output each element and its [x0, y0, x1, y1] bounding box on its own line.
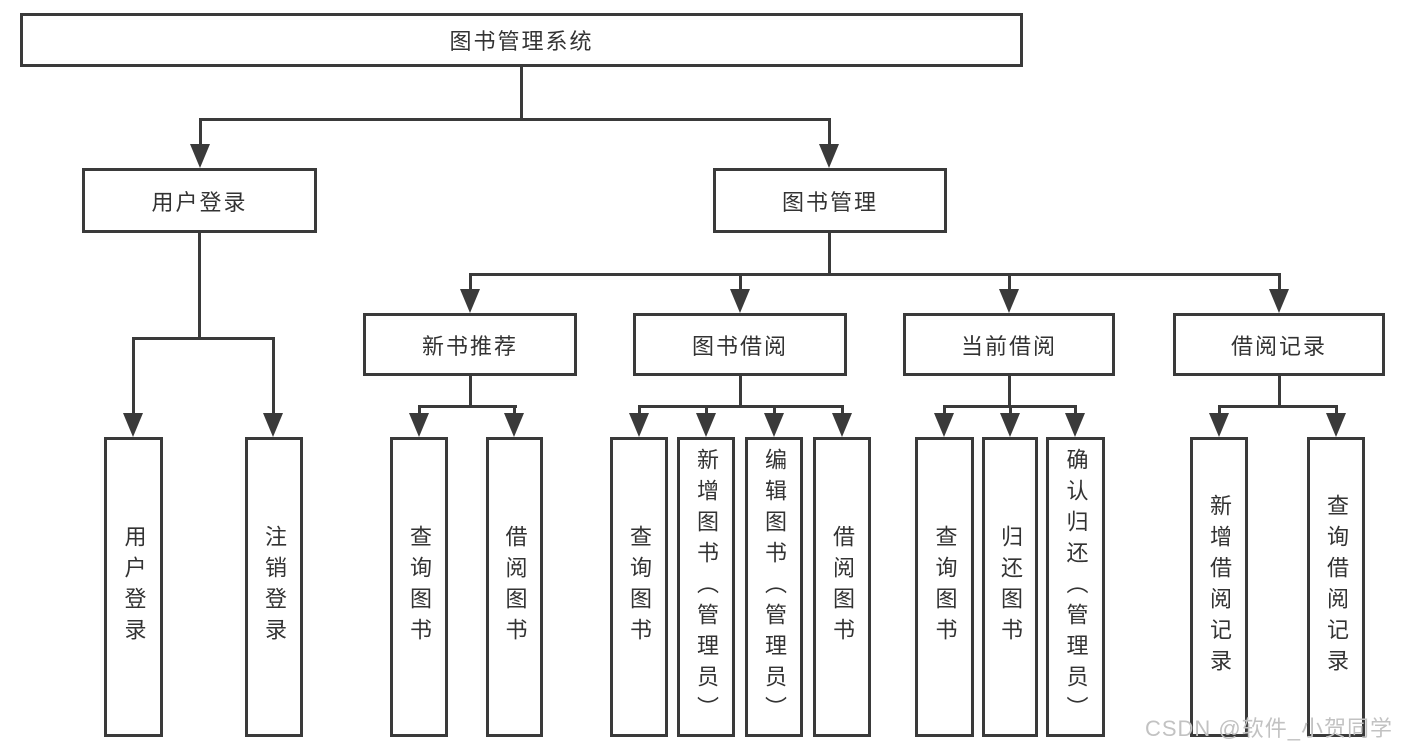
node-book-management: 图书管理 — [713, 168, 947, 233]
connector-line — [1009, 405, 1012, 415]
node-new-book-recommend: 新书推荐 — [363, 313, 577, 376]
node-user-login: 用户登录 — [82, 168, 317, 233]
node-current-borrow-label: 当前借阅 — [960, 333, 1057, 359]
arrow-down-icon — [1326, 413, 1346, 437]
arrow-down-icon — [1269, 289, 1289, 313]
connector-line — [841, 405, 844, 415]
arrow-down-icon — [730, 289, 750, 313]
leaf-box-query-book-current: 查询图书 — [915, 437, 974, 737]
node-borrow-record: 借阅记录 — [1173, 313, 1385, 376]
leaf-box-query-book-recommend: 查询图书 — [390, 437, 448, 737]
node-new-book-recommend-label: 新书推荐 — [421, 333, 518, 359]
arrow-down-icon — [696, 413, 716, 437]
connector-line — [199, 118, 202, 146]
leaf-box-confirm-return-admin: 确认归还（管理员） — [1046, 437, 1105, 737]
connector-line — [272, 337, 275, 415]
arrow-down-icon — [190, 144, 210, 168]
arrow-down-icon — [1065, 413, 1085, 437]
connector-line — [773, 405, 776, 415]
node-current-borrow: 当前借阅 — [903, 313, 1115, 376]
arrow-down-icon — [934, 413, 954, 437]
node-book-borrow-label: 图书借阅 — [691, 333, 788, 359]
connector-line — [1218, 405, 1338, 408]
connector-line — [1335, 405, 1338, 415]
leaf-box-borrow-book-recommend: 借阅图书 — [486, 437, 543, 737]
leaf-label: 用户登录 — [121, 525, 147, 649]
connector-line — [469, 273, 472, 291]
connector-line — [469, 273, 1281, 276]
leaf-label: 新增图书（管理员） — [694, 447, 719, 727]
connector-line — [520, 67, 523, 121]
connector-line — [198, 233, 201, 340]
leaf-label: 编辑图书（管理员） — [762, 447, 787, 727]
node-root-label: 图书管理系统 — [449, 29, 594, 54]
arrow-down-icon — [1209, 413, 1229, 437]
connector-line — [1278, 376, 1281, 408]
arrow-down-icon — [1000, 413, 1020, 437]
arrow-down-icon — [819, 144, 839, 168]
connector-line — [943, 405, 946, 415]
node-book-management-label: 图书管理 — [781, 189, 878, 215]
leaf-label: 借阅图书 — [830, 525, 855, 649]
leaf-label: 确认归还（管理员） — [1063, 447, 1089, 727]
leaf-label: 查询借阅记录 — [1324, 494, 1349, 680]
arrow-down-icon — [629, 413, 649, 437]
node-user-login-label: 用户登录 — [151, 189, 248, 215]
connector-line — [513, 405, 516, 415]
leaf-label: 查询图书 — [407, 525, 432, 649]
connector-line — [132, 337, 135, 415]
connector-line — [199, 118, 831, 121]
arrow-down-icon — [832, 413, 852, 437]
arrow-down-icon — [504, 413, 524, 437]
node-root: 图书管理系统 — [20, 13, 1023, 67]
leaf-label: 查询图书 — [627, 525, 652, 649]
connector-line — [418, 405, 421, 415]
connector-line — [469, 376, 472, 408]
arrow-down-icon — [123, 413, 143, 437]
leaf-box-add-borrow-record: 新增借阅记录 — [1190, 437, 1248, 737]
watermark: CSDN @软件_小贺同学 — [1144, 716, 1393, 741]
connector-line — [418, 405, 517, 408]
leaf-box-return-book: 归还图书 — [982, 437, 1038, 737]
connector-line — [1008, 273, 1011, 291]
node-borrow-record-label: 借阅记录 — [1230, 333, 1327, 359]
arrow-down-icon — [409, 413, 429, 437]
node-book-borrow: 图书借阅 — [633, 313, 847, 376]
connector-line — [132, 337, 275, 340]
leaf-box-query-borrow-record: 查询借阅记录 — [1307, 437, 1365, 737]
connector-line — [1218, 405, 1221, 415]
arrow-down-icon — [999, 289, 1019, 313]
leaf-label: 新增借阅记录 — [1207, 494, 1232, 680]
leaf-box-edit-book-admin: 编辑图书（管理员） — [745, 437, 803, 737]
connector-line — [1008, 376, 1011, 408]
connector-line — [1278, 273, 1281, 291]
leaf-label: 归还图书 — [998, 525, 1023, 649]
connector-line — [828, 233, 831, 276]
leaf-label: 借阅图书 — [502, 525, 528, 649]
leaf-label: 注销登录 — [262, 525, 287, 649]
connector-line — [828, 118, 831, 146]
arrow-down-icon — [263, 413, 283, 437]
leaf-box-add-book-admin: 新增图书（管理员） — [677, 437, 735, 737]
connector-line — [705, 405, 708, 415]
leaf-box-logout: 注销登录 — [245, 437, 303, 737]
connector-line — [1074, 405, 1077, 415]
connector-line — [739, 273, 742, 291]
arrow-down-icon — [460, 289, 480, 313]
leaf-box-user-login: 用户登录 — [104, 437, 163, 737]
connector-line — [638, 405, 844, 408]
connector-line — [739, 376, 742, 408]
leaf-box-query-book-borrow: 查询图书 — [610, 437, 668, 737]
arrow-down-icon — [764, 413, 784, 437]
leaf-label: 查询图书 — [932, 525, 958, 649]
leaf-box-borrow-book: 借阅图书 — [813, 437, 871, 737]
connector-line — [638, 405, 641, 415]
